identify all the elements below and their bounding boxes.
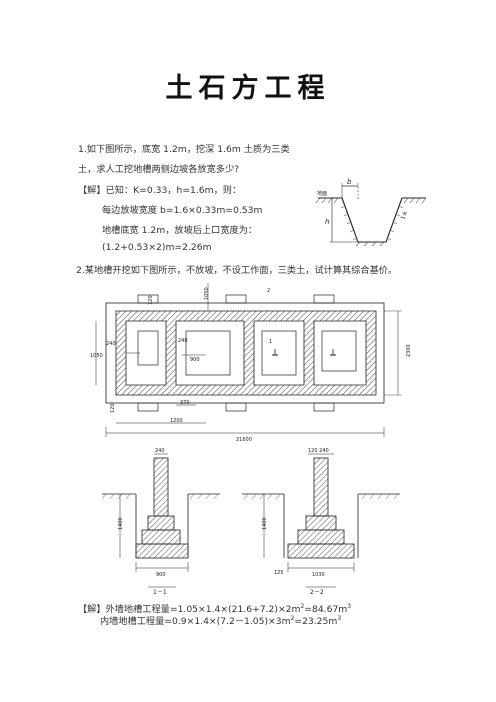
answer-inner-result: =23.25m — [294, 616, 338, 627]
plan-dim-left-top: 120 — [148, 295, 154, 305]
answer-outer-formula: 外墙地槽工程量=1.05×1.4×(21.6+7.2)×2m — [105, 604, 301, 615]
plan-mark-2: 2 — [267, 288, 270, 294]
sec2-label: 2－2 — [310, 589, 324, 596]
q2-text-line1: 2.某地槽开挖如下图所示，不放坡，不设工作面，三类土，试计算其综合基价。 — [76, 265, 398, 276]
plan-dim-bottom-a: 370 — [180, 400, 190, 406]
trench-slope-figure: b h 1:k 地面 — [316, 178, 427, 247]
q1-calc-line3: (1.2+0.53×2)m=2.26m — [102, 242, 212, 253]
answer-inner-sup3: 3 — [337, 614, 342, 622]
sec2-dim-top: 120 240 — [308, 448, 329, 454]
sec1-label: 1－1 — [153, 589, 167, 596]
plan-dim-left-bottom: 120 — [110, 403, 116, 413]
section-2-2-figure: 120 240 1400 125 1030 2－2 — [242, 448, 400, 596]
answer-outer-sup3: 3 — [347, 602, 352, 610]
plan-dim-left-small: 240 — [106, 341, 116, 347]
fig1-h-label: h — [325, 218, 329, 226]
trench-plan-figure: 1 2 1050 120 1050 240 240 900 2300 370 1… — [90, 283, 412, 443]
sec2-dim-base: 1030 — [312, 572, 325, 578]
plan-dim-inner-b: 900 — [190, 357, 200, 363]
section-1-1-figure: 240 1400 900 1－1 — [101, 448, 220, 596]
plan-dim-right: 2300 — [406, 344, 412, 357]
sec1-dim-height: 1400 — [118, 517, 124, 530]
sec2-dim-height: 1400 — [262, 517, 268, 530]
page-title: 土石方工程 — [165, 73, 331, 104]
q1-solution-intro: 【解】已知：K=0.33，h=1.6m，则： — [78, 185, 242, 196]
answer-inner-formula: 内墙地槽工程量=0.9×1.4×(7.2－1.05)×3m — [100, 616, 291, 627]
plan-dim-bottom-b: 1200 — [170, 418, 183, 424]
answer-inner-line: 内墙地槽工程量=0.9×1.4×(7.2－1.05)×3m2=23.25m3 — [100, 613, 341, 627]
answer-inner-sup2: 2 — [290, 614, 295, 622]
plan-dim-left: 1050 — [90, 353, 103, 359]
answer-outer-line: 【解】外墙地槽工程量=1.05×1.4×(21.6+7.2)×2m2=84.67… — [78, 601, 351, 615]
answer-prefix: 【解】 — [78, 604, 106, 615]
sec1-dim-base: 900 — [156, 572, 166, 578]
plan-mark-1: 1 — [269, 339, 272, 345]
fig1-b-label: b — [347, 178, 352, 186]
sec2-dim-left: 125 — [274, 570, 284, 576]
answer-outer-result: =84.67m — [304, 604, 348, 615]
q1-text-line2: 土，求人工挖地槽两侧边坡各放宽多少? — [78, 164, 240, 175]
plan-dim-inner-a: 240 — [178, 338, 188, 344]
fig1-ground-label: 地面 — [317, 190, 327, 197]
q1-calc-line1: 每边放坡宽度 b=1.6×0.33m=0.53m — [102, 205, 263, 216]
q1-calc-line2: 地槽底宽 1.2m，放坡后上口宽度为： — [102, 225, 258, 236]
plan-dim-top: 1050 — [204, 287, 210, 300]
plan-dim-total: 21600 — [236, 437, 252, 443]
fig1-slope-label: 1:k — [400, 210, 409, 221]
answer-outer-sup2: 2 — [300, 602, 305, 610]
q1-text-line1: 1.如下图所示，底宽 1.2m，挖深 1.6m 土质为三类 — [78, 144, 290, 155]
sec1-dim-top: 240 — [155, 448, 165, 454]
